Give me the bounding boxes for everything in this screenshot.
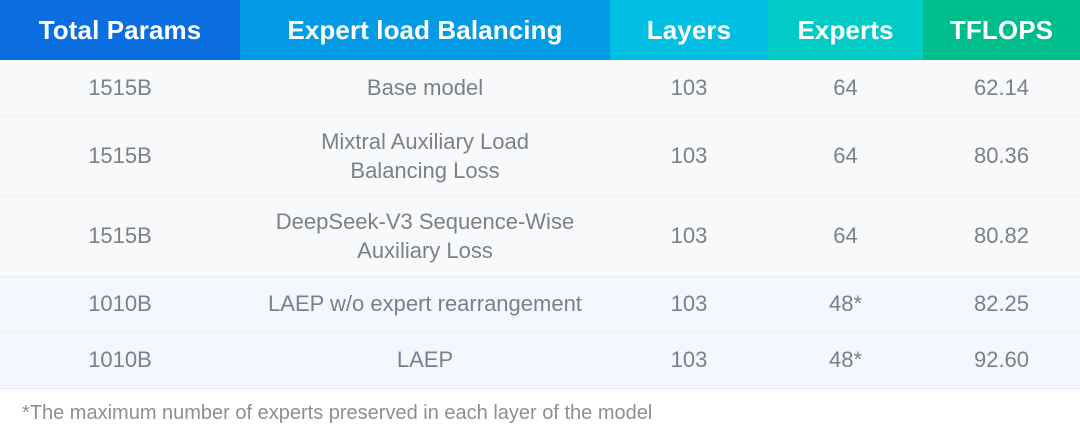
cell-total-params: 1010B <box>0 276 240 333</box>
column-header-experts: Experts <box>768 0 923 60</box>
table-row: 1515B Base model 103 64 62.14 <box>0 60 1080 117</box>
cell-expert-load: LAEP <box>240 332 610 389</box>
cell-tflops: 62.14 <box>923 60 1080 117</box>
results-table: Total Params Expert load Balancing Layer… <box>0 0 1080 389</box>
cell-experts: 64 <box>768 196 923 277</box>
cell-experts: 64 <box>768 116 923 197</box>
column-header-layers: Layers <box>610 0 768 60</box>
cell-total-params: 1515B <box>0 116 240 197</box>
cell-expert-load: Base model <box>240 60 610 117</box>
cell-layers: 103 <box>610 116 768 197</box>
table-row: 1010B LAEP w/o expert rearrangement 103 … <box>0 276 1080 333</box>
cell-layers: 103 <box>610 60 768 117</box>
table-body: 1515B Base model 103 64 62.14 1515B Mixt… <box>0 60 1080 389</box>
cell-tflops: 80.36 <box>923 116 1080 197</box>
cell-total-params: 1515B <box>0 60 240 117</box>
table-row: 1010B LAEP 103 48* 92.60 <box>0 332 1080 389</box>
cell-layers: 103 <box>610 276 768 333</box>
cell-tflops: 92.60 <box>923 332 1080 389</box>
cell-layers: 103 <box>610 196 768 277</box>
cell-total-params: 1515B <box>0 196 240 277</box>
cell-expert-load: DeepSeek-V3 Sequence-Wise Auxiliary Loss <box>240 196 610 277</box>
table-row: 1515B Mixtral Auxiliary Load Balancing L… <box>0 116 1080 197</box>
cell-experts: 48* <box>768 276 923 333</box>
column-header-total-params: Total Params <box>0 0 240 60</box>
table-footnote: *The maximum number of experts preserved… <box>22 401 653 424</box>
table-header: Total Params Expert load Balancing Layer… <box>0 0 1080 60</box>
cell-expert-load: LAEP w/o expert rearrangement <box>240 276 610 333</box>
cell-tflops: 82.25 <box>923 276 1080 333</box>
cell-expert-load: Mixtral Auxiliary Load Balancing Loss <box>240 116 610 197</box>
column-header-tflops: TFLOPS <box>923 0 1080 60</box>
cell-experts: 64 <box>768 60 923 117</box>
cell-total-params: 1010B <box>0 332 240 389</box>
table-row: 1515B DeepSeek-V3 Sequence-Wise Auxiliar… <box>0 196 1080 277</box>
cell-layers: 103 <box>610 332 768 389</box>
table-header-row: Total Params Expert load Balancing Layer… <box>0 0 1080 60</box>
column-header-expert-load-balancing: Expert load Balancing <box>240 0 610 60</box>
cell-tflops: 80.82 <box>923 196 1080 277</box>
cell-experts: 48* <box>768 332 923 389</box>
